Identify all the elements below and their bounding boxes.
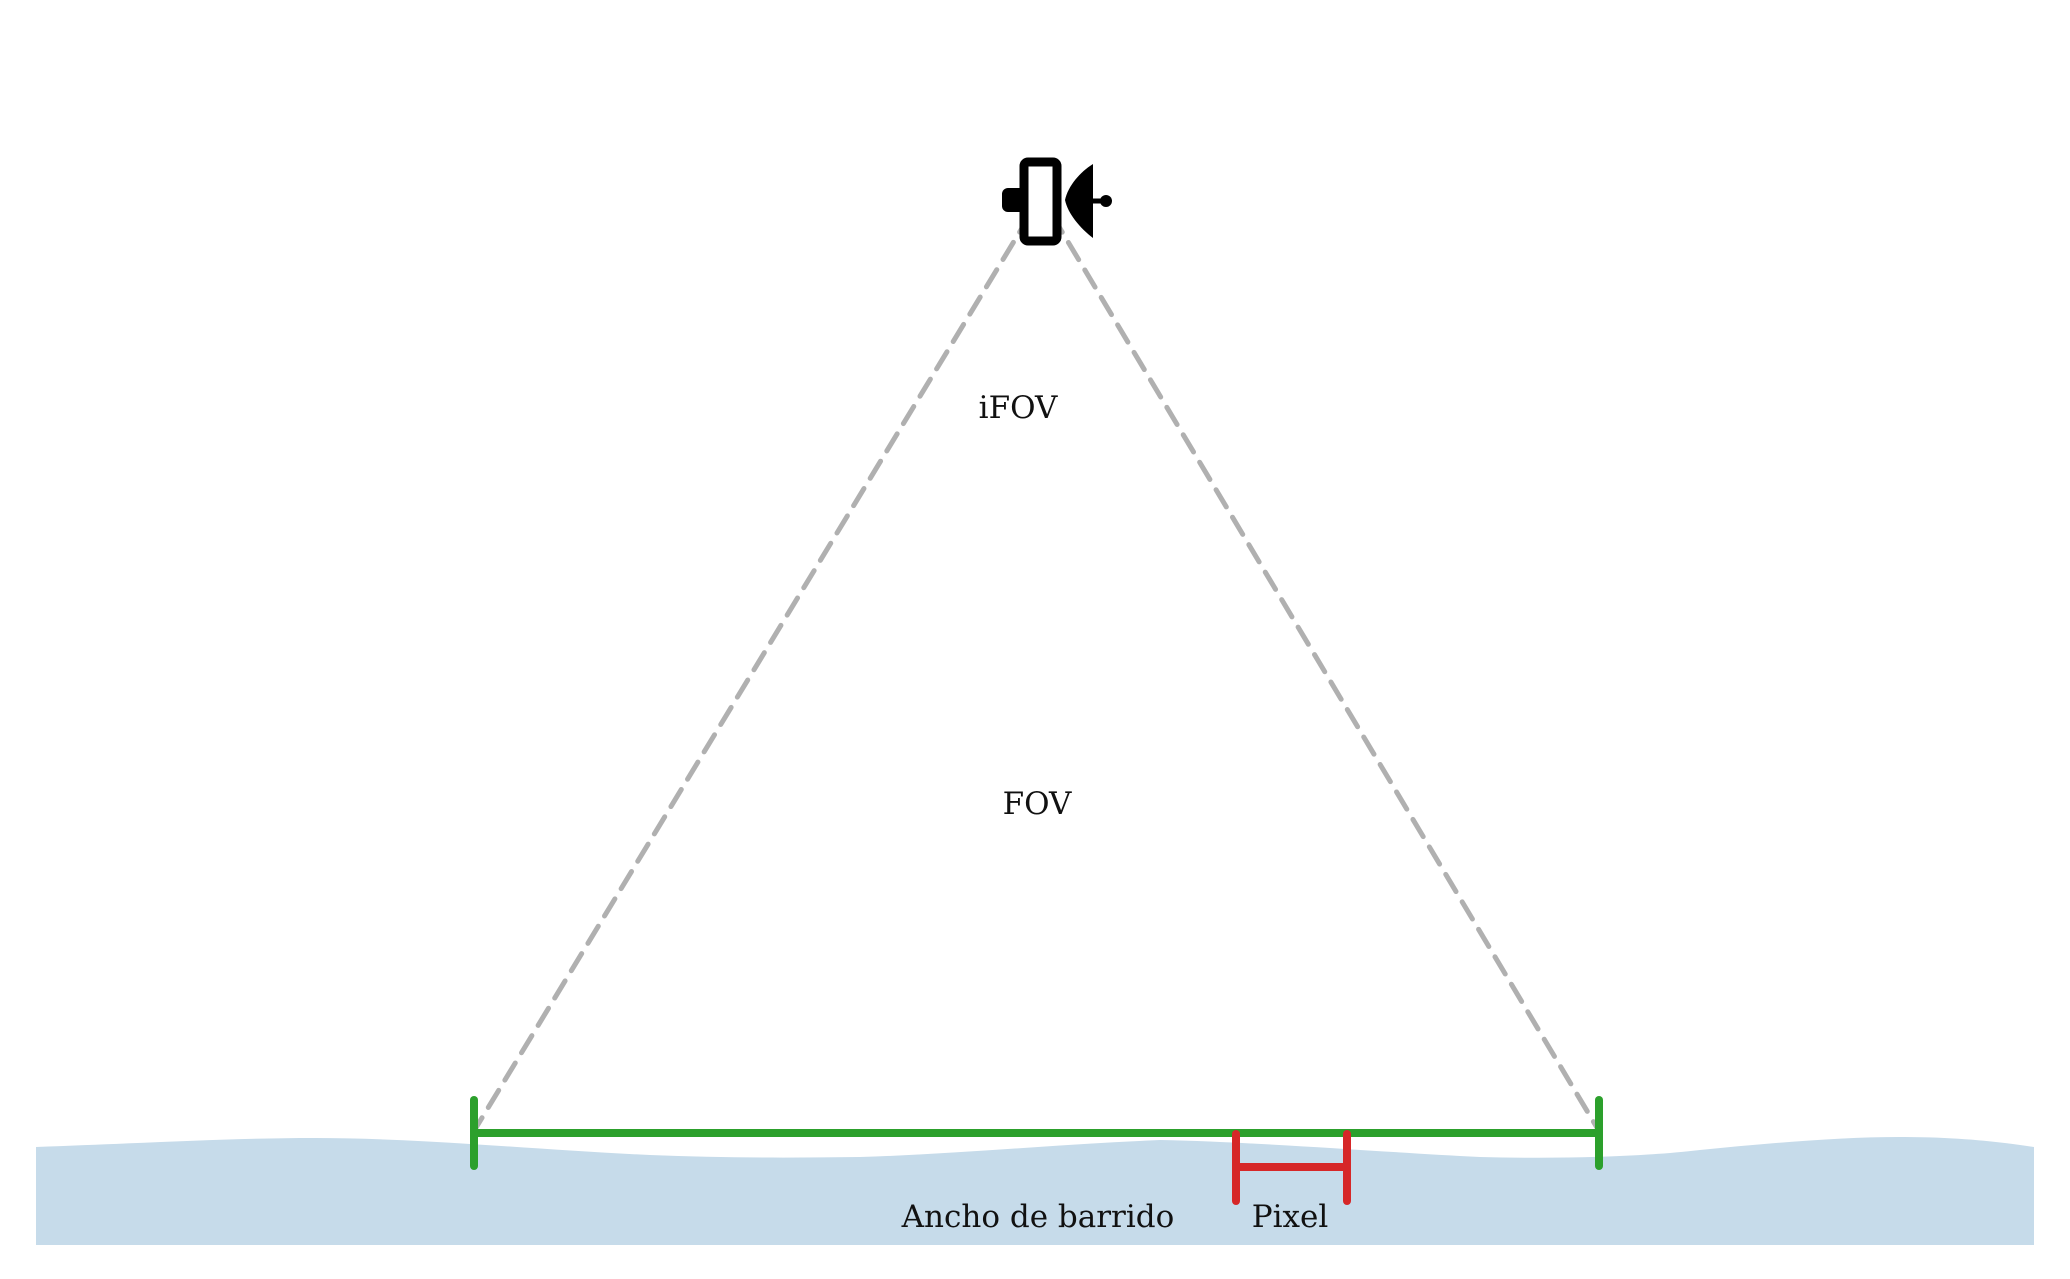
satellite-solar-panel bbox=[1019, 157, 1062, 246]
satellite-dish bbox=[1065, 164, 1093, 238]
label-fov: FOV bbox=[1003, 786, 1072, 822]
fov-right-edge bbox=[1049, 212, 1602, 1134]
label-pixel: Pixel bbox=[1252, 1199, 1329, 1235]
label-swath-width: Ancho de barrido bbox=[901, 1199, 1175, 1235]
satellite-icon bbox=[1002, 157, 1112, 246]
label-ifov: iFOV bbox=[979, 390, 1058, 426]
ground-terrain bbox=[36, 1137, 2034, 1245]
satellite-antenna-tip bbox=[1100, 195, 1112, 207]
pixel-size-bar bbox=[1232, 1130, 1351, 1205]
swath-width-bar bbox=[470, 1096, 1603, 1170]
fov-left-edge bbox=[471, 212, 1033, 1134]
